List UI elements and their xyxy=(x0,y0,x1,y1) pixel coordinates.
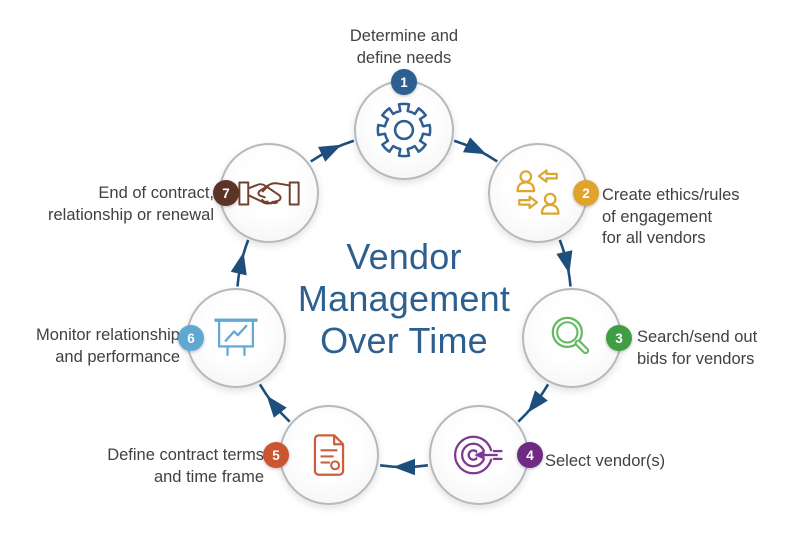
step-label-line: Define contract terms xyxy=(107,446,264,464)
title-line: Management xyxy=(297,278,511,319)
step-label-line: Select vendor(s) xyxy=(545,452,666,470)
step-label: Select vendor(s) xyxy=(545,451,665,473)
step-label: Define contract terms and time frame xyxy=(107,445,264,488)
step-badge: 2 xyxy=(573,180,599,206)
step-circle xyxy=(522,288,622,388)
step-label-line: of engagement xyxy=(602,207,713,226)
step-label-line: and time frame xyxy=(153,467,264,486)
people-exchange-icon xyxy=(508,163,568,223)
presentation-chart-icon xyxy=(206,308,266,368)
step-label: Determine and define needs xyxy=(350,26,458,69)
step-6-monitor-relationship: 6 Monitor relationship and performance xyxy=(36,288,286,388)
step-label-line: Monitor relationship xyxy=(36,326,180,344)
step-4-select-vendors: 4 Select vendor(s) xyxy=(429,405,665,505)
step-badge: 4 xyxy=(517,442,543,468)
step-2-create-ethics-rules: 2 Create ethics/rules of engagement for … xyxy=(488,143,740,247)
step-circle xyxy=(354,80,454,180)
step-circle xyxy=(488,143,588,243)
step-circle xyxy=(279,405,379,505)
step-label-line: and performance xyxy=(55,347,180,366)
step-label-line: bids for vendors xyxy=(637,349,755,368)
step-5-define-contract-terms: 5 Define contract terms and time frame xyxy=(107,405,379,505)
step-label-line: End of contract, xyxy=(98,184,214,202)
step-badge: 3 xyxy=(606,325,632,351)
step-1-determine-needs: 1 Determine and define needs xyxy=(350,27,458,180)
step-7-end-of-contract: 7 End of contract, relationship or renew… xyxy=(48,143,319,243)
title-line: Vendor xyxy=(346,236,462,277)
step-label-line: Search/send out xyxy=(637,328,758,346)
step-badge: 1 xyxy=(391,69,417,95)
step-label-line: relationship or renewal xyxy=(47,205,214,224)
contract-document-icon xyxy=(299,425,359,485)
handshake-icon xyxy=(236,174,302,213)
step-label-line: define needs xyxy=(356,48,452,67)
diagram-title: Vendor Management Over Time xyxy=(254,236,554,362)
step-label: Create ethics/rules of engagement for al… xyxy=(602,185,740,250)
step-badge: 5 xyxy=(263,442,289,468)
target-icon xyxy=(449,425,509,485)
magnifier-icon xyxy=(542,308,602,368)
title-line: Over Time xyxy=(320,320,488,361)
step-label: Monitor relationship and performance xyxy=(36,325,180,368)
step-badge: 6 xyxy=(178,325,204,351)
step-label-line: Create ethics/rules xyxy=(602,186,740,204)
step-label-line: for all vendors xyxy=(602,229,706,247)
step-label: End of contract, relationship or renewal xyxy=(48,183,214,226)
step-badge: 7 xyxy=(213,180,239,206)
step-circle xyxy=(429,405,529,505)
step-label-line: Determine and xyxy=(349,27,459,45)
step-label: Search/send out bids for vendors xyxy=(637,327,757,370)
step-3-search-send-bids: 3 Search/send out bids for vendors xyxy=(522,288,757,388)
gear-icon xyxy=(373,99,435,161)
